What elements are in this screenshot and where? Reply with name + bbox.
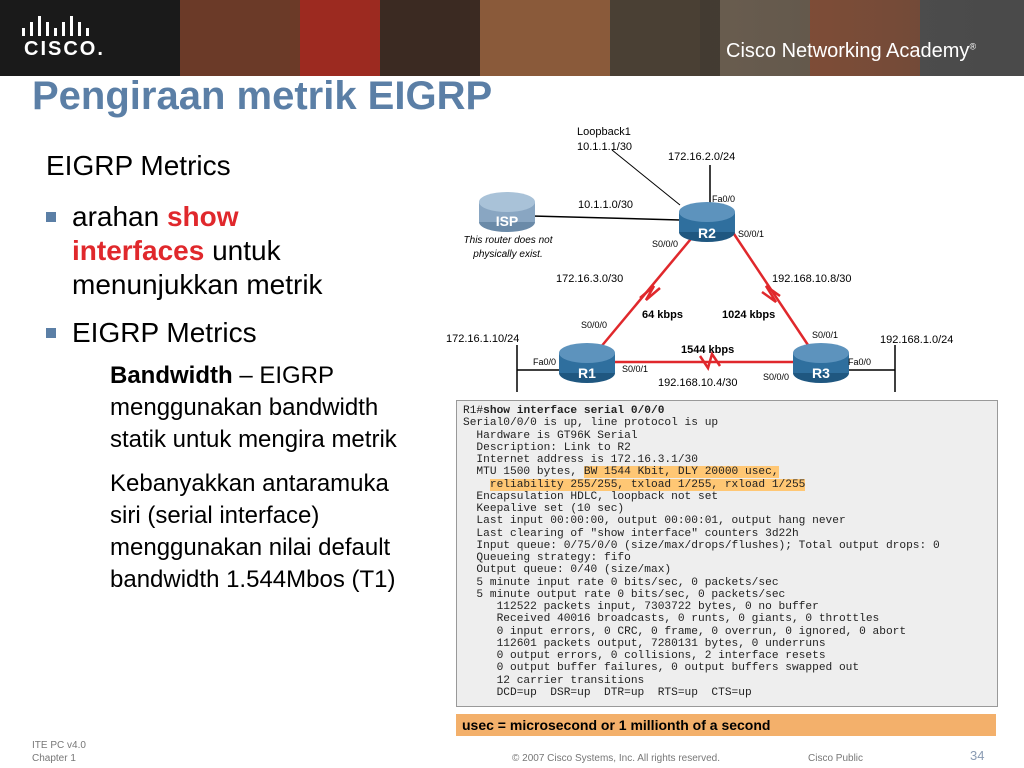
- cli-output: R1#show interface serial 0/0/0 Serial0/0…: [463, 405, 940, 699]
- cli-prompt: R1#: [463, 405, 484, 417]
- slide-body: EIGRP Metrics arahan show interfaces unt…: [46, 150, 426, 608]
- reliability-highlight: reliability 255/255, txload 1/255, rxloa…: [489, 478, 806, 491]
- banner-photo-strip: [180, 0, 300, 76]
- banner-photo-strip: [380, 0, 480, 76]
- svg-text:R3: R3: [812, 365, 830, 381]
- banner-photo-strip: [480, 0, 610, 76]
- isp-note-line2: physically exist.: [472, 249, 542, 260]
- r1-fa-label: Fa0/0: [533, 357, 556, 367]
- svg-text:R1: R1: [578, 365, 596, 381]
- sub-bandwidth: Bandwidth – EIGRP menggunakan bandwidth …: [110, 362, 397, 453]
- isp-router-icon: ISP: [479, 192, 535, 232]
- r3-s1-label: S0/0/1: [812, 330, 838, 340]
- cli-line: Queueing strategy: fifo: [476, 552, 631, 564]
- svg-text:ISP: ISP: [496, 213, 519, 229]
- cli-line: Keepalive set (10 sec): [476, 503, 625, 515]
- net-r1-lan: 172.16.1.10/24: [446, 333, 519, 345]
- r1-s0-label: S0/0/0: [581, 320, 607, 330]
- cli-lines-before: Serial0/0/0 is up, line protocol is up H…: [463, 417, 718, 466]
- footer-course: ITE PC v4.0: [32, 740, 86, 751]
- cli-line: Last clearing of "show interface" counte…: [476, 527, 799, 540]
- speed-r1-r2: 64 kbps: [642, 309, 683, 321]
- cli-line: 12 carrier transitions: [496, 674, 645, 687]
- sub-serial-default: Kebanyakkan antaramuka siri (serial inte…: [110, 470, 396, 593]
- loopback-label: Loopback1: [577, 126, 631, 138]
- r1-s1-label: S0/0/1: [622, 364, 648, 374]
- keyword-interfaces: interfaces: [72, 235, 205, 266]
- networking-academy-label: Cisco Networking Academy®: [726, 40, 977, 62]
- r2-fa-label: Fa0/0: [712, 194, 735, 204]
- r3-router-icon: R3: [793, 343, 849, 383]
- cisco-logo-icon: [22, 16, 89, 36]
- cli-lines-after: Encapsulation HDLC, loopback not set Kee…: [463, 490, 940, 699]
- net-r3-lan: 192.168.1.0/24: [880, 334, 953, 346]
- r2-s1-label: S0/0/1: [738, 229, 764, 239]
- cli-line: 112522 packets input, 7303722 bytes, 0 n…: [496, 601, 819, 613]
- slide-title: Pengiraan metrik EIGRP: [32, 74, 493, 118]
- banner-photo-strip: [300, 0, 380, 76]
- topology-diagram: ISP R2 R1 R3 Loopback1 10.1.1.1/30 172.1…: [446, 126, 953, 392]
- footer-copyright: © 2007 Cisco Systems, Inc. All rights re…: [512, 753, 721, 764]
- banner-fade: [700, 0, 1024, 76]
- cli-line: 0 output buffer failures, 0 output buffe…: [496, 662, 860, 675]
- cli-line: Description: Link to R2: [476, 441, 631, 454]
- bullet-marker: [46, 328, 56, 338]
- cli-line: Output queue: 0/40 (size/max): [476, 564, 672, 577]
- r2-router-icon: R2: [679, 202, 735, 242]
- net-r1-r2: 172.16.3.0/30: [556, 273, 623, 285]
- isp-note-line1: This router does not: [464, 235, 554, 246]
- footer-chapter: Chapter 1: [32, 753, 76, 764]
- header-banner: CISCO. Cisco Networking Academy®: [0, 0, 1024, 76]
- loopback-ip: 10.1.1.1/30: [577, 141, 632, 153]
- bullet-marker: [46, 212, 56, 222]
- page-number: 34: [970, 748, 985, 763]
- cisco-logo-text: CISCO.: [24, 38, 105, 60]
- section-heading: EIGRP Metrics: [46, 150, 231, 181]
- net-isp-r2: 10.1.1.0/30: [578, 199, 633, 211]
- cli-line: 0 output errors, 0 collisions, 2 interfa…: [496, 650, 826, 662]
- cli-line: 5 minute output rate 0 bits/sec, 0 packe…: [476, 588, 786, 601]
- svg-text:R2: R2: [698, 225, 716, 241]
- r3-fa-label: Fa0/0: [848, 357, 871, 367]
- net-r2-lan: 172.16.2.0/24: [668, 151, 735, 163]
- cli-line: Encapsulation HDLC, loopback not set: [476, 490, 719, 503]
- cli-line: Internet address is 172.16.3.1/30: [476, 454, 698, 466]
- cli-line: Hardware is GT96K Serial: [476, 429, 638, 442]
- cli-line: Received 40016 broadcasts, 0 runts, 0 gi…: [496, 613, 880, 626]
- usec-note: usec = microsecond or 1 millionth of a s…: [456, 714, 996, 736]
- cli-line: 5 minute input rate 0 bits/sec, 0 packet…: [476, 576, 779, 589]
- cli-line: 112601 packets output, 7280131 bytes, 0 …: [496, 637, 826, 650]
- speed-r2-r3: 1024 kbps: [722, 309, 775, 321]
- r1-router-icon: R1: [559, 343, 615, 383]
- keyword-show: show: [166, 201, 239, 232]
- cli-line: 0 input errors, 0 CRC, 0 frame, 0 overru…: [496, 625, 907, 638]
- cli-line: Last input 00:00:00, output 00:00:01, ou…: [476, 515, 846, 528]
- footer-classification: Cisco Public: [808, 753, 864, 764]
- net-r1-r3: 192.168.10.4/30: [658, 377, 738, 389]
- cli-line: DCD=up DSR=up DTR=up RTS=up CTS=up: [463, 686, 752, 699]
- net-r2-r3: 192.168.10.8/30: [772, 273, 852, 285]
- cli-output-panel: R1#show interface serial 0/0/0 Serial0/0…: [456, 400, 998, 707]
- cli-command: show interface serial 0/0/0: [483, 405, 665, 417]
- cli-line: Serial0/0/0 is up, line protocol is up: [463, 417, 719, 430]
- r2-s0-label: S0/0/0: [652, 239, 678, 249]
- r3-s0-label: S0/0/0: [763, 372, 789, 382]
- speed-r1-r3: 1544 kbps: [681, 344, 734, 356]
- bullet-show-interfaces: arahan show interfaces untuk menunjukkan…: [46, 200, 426, 302]
- bullet-eigrp-metrics: EIGRP Metrics: [46, 316, 426, 350]
- cli-line: Input queue: 0/75/0/0 (size/max/drops/fl…: [476, 539, 940, 552]
- bandwidth-highlight: BW 1544 Kbit, DLY 20000 usec,: [583, 466, 779, 479]
